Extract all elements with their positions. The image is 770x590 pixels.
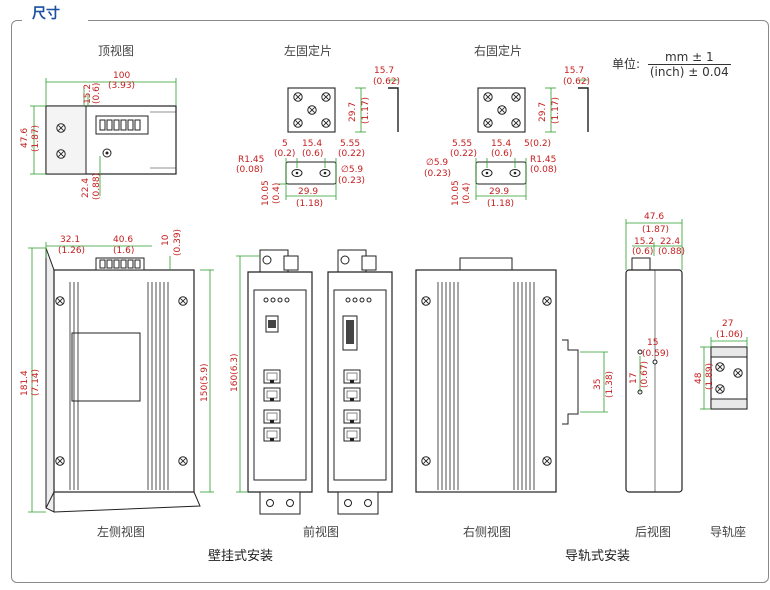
dim-db-48: 48 [694, 372, 704, 384]
dim-top-22-4-in: (0.88) [92, 173, 102, 200]
dim-rb-d-in: (0.23) [424, 169, 451, 179]
rear-view: 47.6 (1.87) 15.2 (0.6) 22.4 (0.88) 15 (0… [625, 212, 685, 493]
dim-lb-15-7-in: (0.62) [373, 77, 400, 87]
dim-ls-40-6: 40.6 [113, 235, 133, 245]
dim-rv-15: 15 [647, 338, 658, 348]
label-right-bracket: 右固定片 [474, 44, 523, 58]
dim-rb-d: ∅5.9 [426, 158, 448, 168]
din-rail-base-view: 27 (1.06) 48 (1.89) [694, 319, 748, 410]
dim-top-width: 100 [113, 71, 130, 81]
dim-rb-29-9: 29.9 [489, 187, 509, 197]
label-din-base: 导轨座 [710, 525, 747, 539]
label-front: 前视图 [303, 525, 340, 539]
dim-fr-160: 160(6.3) [230, 353, 240, 392]
label-right-side: 右侧视图 [463, 525, 512, 539]
dim-rb-10-05-in: (0.4) [462, 183, 472, 204]
dim-rv-22-4-in: (0.88) [658, 247, 685, 257]
unit-legend: 单位: mm ± 1 (inch) ± 0.04 [612, 50, 731, 79]
dim-lb-5-55: 5.55 [340, 139, 360, 149]
dim-db-48-in: (1.89) [705, 363, 715, 390]
dim-lb-29-7: 29.7 [348, 102, 358, 122]
dim-db-27: 27 [722, 319, 733, 329]
dim-rv-15-in: (0.59) [642, 349, 669, 359]
right-side-view: 35 (1.38) [415, 257, 615, 493]
left-bracket-view: 15.7 (0.62) 29.7 (1.17) 5 (0.2) 15.4 (0.… [236, 66, 400, 209]
dim-top-width-in: (3.93) [108, 81, 135, 91]
dim-lb-d: ∅5.9 [341, 165, 363, 175]
unit-mm: mm ± 1 [647, 50, 731, 65]
dim-lb-29-9-in: (1.18) [296, 199, 323, 209]
dim-db-27-in: (1.06) [716, 330, 743, 340]
left-side-view: 32.1 (1.26) 40.6 (1.6) 10 (0.39) 181.4 (… [20, 229, 214, 513]
dim-ls-10-in: (0.39) [173, 229, 183, 256]
dim-lb-15-7: 15.7 [374, 66, 394, 76]
dim-ls-181-4: 181.4 [20, 370, 30, 396]
dim-rb-5-55-in: (0.22) [450, 149, 477, 159]
dim-top-15-2: 15.2 [83, 84, 93, 104]
dim-rb-10-05: 10.05 [451, 180, 461, 206]
dim-top-15-2-in: (0.6) [92, 83, 102, 104]
dim-lb-15-4-in: (0.6) [302, 149, 323, 159]
dim-rv-15-2-in: (0.6) [632, 247, 653, 257]
dim-ls-32-1: 32.1 [60, 235, 80, 245]
dim-lb-5-in: (0.2) [274, 149, 295, 159]
label-left-side: 左侧视图 [97, 525, 146, 539]
dim-rb-15-7: 15.7 [564, 66, 584, 76]
drawing-frame [11, 20, 769, 583]
label-left-bracket: 左固定片 [284, 44, 333, 58]
dim-rb-r: R1.45 [530, 155, 556, 165]
dim-lb-5: 5 [282, 139, 288, 149]
group-din-rail: 导轨式安装 [565, 549, 631, 564]
label-top-view: 顶视图 [98, 44, 135, 58]
dim-rv-15-2: 15.2 [634, 237, 654, 247]
dim-lb-10-05: 10.05 [261, 180, 271, 206]
dim-rb-r-in: (0.08) [530, 165, 557, 175]
dim-lb-10-05-in: (0.4) [272, 183, 282, 204]
dim-top-47-6-in: (1.87) [31, 125, 41, 152]
right-bracket-view: 15.7 (0.62) 29.7 (1.17) 5.55 (0.22) 15.4… [424, 66, 590, 209]
dim-rs-35-in: (1.38) [605, 371, 615, 398]
dim-lb-d-in: (0.23) [338, 176, 365, 186]
dim-rb-29-9-in: (1.18) [487, 199, 514, 209]
dim-rv-47-6: 47.6 [644, 212, 664, 222]
dim-rb-29-7: 29.7 [538, 102, 548, 122]
label-rear: 后视图 [635, 525, 672, 539]
dim-ls-10: 10 [161, 234, 171, 246]
top-view: 100 (3.93) 15.2 (0.6) 47.6 (1.87) 22.4 (… [20, 71, 177, 200]
dim-rb-15-4: 15.4 [491, 139, 511, 149]
dim-rv-17: 17 [629, 373, 639, 384]
section-title: 尺寸 [32, 6, 60, 22]
dim-lb-29-9: 29.9 [298, 187, 318, 197]
dim-lb-r-in: (0.08) [236, 165, 263, 175]
dim-lb-5-55-in: (0.22) [338, 149, 365, 159]
dim-rb-29-7-in: (1.17) [551, 97, 561, 124]
dim-rv-17-in: (0.67) [640, 361, 650, 388]
dim-lb-29-7-in: (1.17) [361, 97, 371, 124]
dim-lb-r: R1.45 [238, 155, 264, 165]
dim-ls-150: 150(5.9) [200, 363, 210, 402]
dim-lb-15-4: 15.4 [302, 139, 322, 149]
unit-inch: (inch) ± 0.04 [649, 65, 729, 79]
unit-label: 单位: [612, 57, 641, 71]
dim-rv-47-6-in: (1.87) [642, 225, 669, 235]
dim-ls-181-4-in: (7.14) [31, 369, 41, 396]
dim-rs-35: 35 [593, 379, 603, 390]
dim-ls-40-6-in: (1.6) [113, 246, 134, 256]
front-view: 160(6.3) [230, 249, 393, 515]
dim-ls-32-1-in: (1.26) [58, 246, 85, 256]
dim-rb-5: 5(0.2) [524, 139, 551, 149]
dim-rb-15-4-in: (0.6) [491, 149, 512, 159]
dim-top-47-6: 47.6 [20, 128, 30, 148]
dim-rb-15-7-in: (0.62) [563, 77, 590, 87]
dim-top-22-4: 22.4 [81, 178, 91, 198]
dim-rb-5-55: 5.55 [452, 139, 472, 149]
dim-rv-22-4: 22.4 [660, 237, 680, 247]
group-wall-mount: 壁挂式安装 [208, 549, 274, 564]
